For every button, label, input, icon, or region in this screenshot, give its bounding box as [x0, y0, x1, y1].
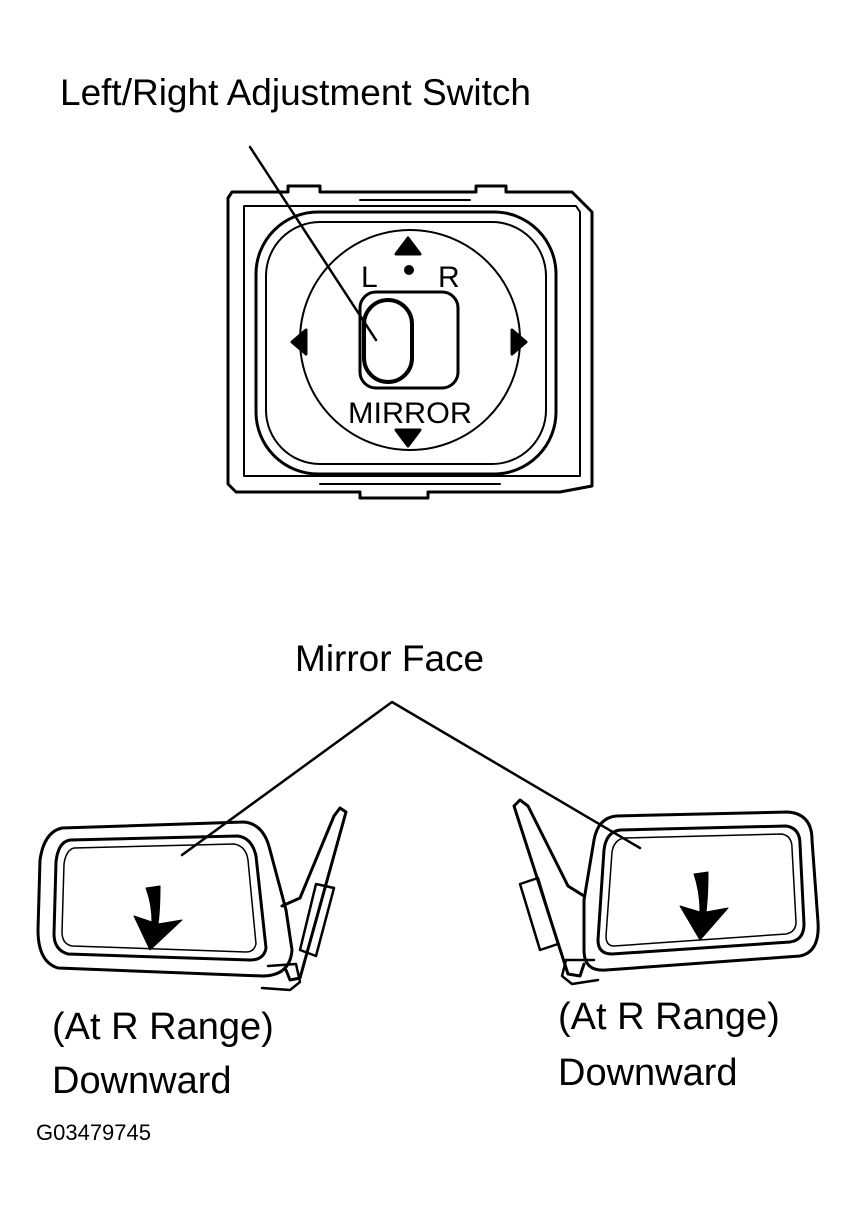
switch-right-mark: R: [438, 261, 460, 294]
switch-title-label: Left/Right Adjustment Switch: [60, 72, 531, 113]
adjustment-switch: [226, 184, 594, 500]
left-downward-arrow-icon: [133, 885, 183, 951]
left-mirror: [36, 806, 348, 992]
left-right-knob[interactable]: [362, 298, 414, 384]
right-mirror-face: [596, 824, 806, 956]
right-downward-arrow-icon: [679, 871, 729, 941]
switch-bezel: [254, 210, 558, 476]
right-mirror: [512, 798, 820, 986]
left-mirror-face: [52, 834, 268, 962]
right-arrow-icon[interactable]: [510, 328, 528, 356]
mirror-face-leader: [180, 700, 642, 857]
switch-housing: [226, 184, 594, 500]
center-dot: [404, 265, 414, 275]
switch-name: MIRROR: [348, 397, 472, 430]
left-mirror-housing: [36, 820, 294, 978]
figure-code: G03479745: [36, 1120, 151, 1145]
down-arrow-icon[interactable]: [394, 428, 422, 448]
left-arrow-icon[interactable]: [290, 328, 308, 356]
left-direction-label: Downward: [52, 1060, 232, 1102]
switch-left-mark: L: [361, 261, 378, 294]
mirror-face-label: Mirror Face: [295, 638, 485, 679]
up-arrow-icon[interactable]: [394, 236, 422, 256]
right-mirror-housing: [582, 810, 820, 972]
left-range-label: (At R Range): [52, 1006, 274, 1048]
switch-leader-line: [248, 145, 378, 342]
right-direction-label: Downward: [558, 1052, 738, 1094]
right-range-label: (At R Range): [558, 996, 780, 1038]
